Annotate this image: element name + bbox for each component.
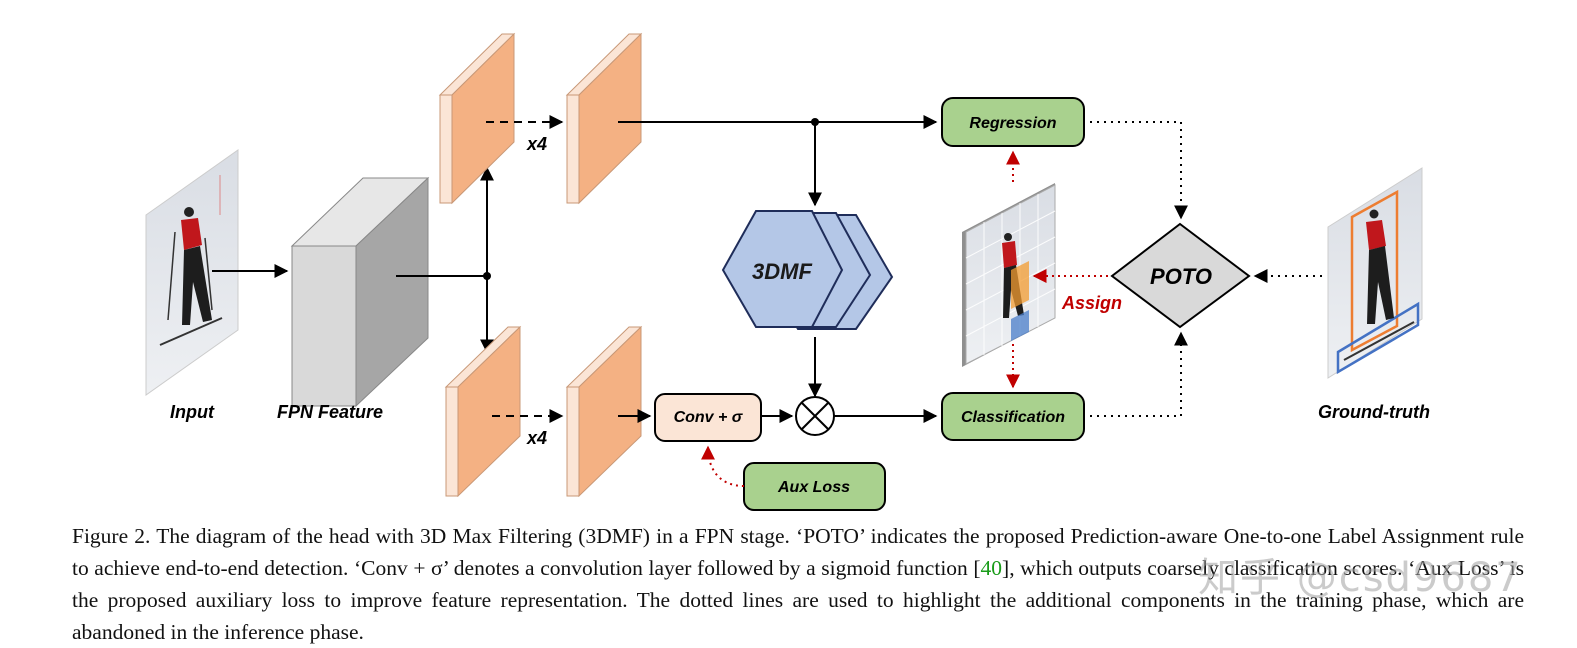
feature-map-top-1 <box>438 32 516 205</box>
feature-map-bottom-1 <box>444 325 522 498</box>
aux-loss-arrow <box>701 445 745 487</box>
circled-times-icon <box>795 396 835 436</box>
poto-label: POTO <box>1150 264 1212 289</box>
diagram: Input FPN Feature x4 x4 <box>145 32 1430 511</box>
regression-label: Regression <box>969 115 1056 132</box>
skier-grid-image <box>962 183 1056 367</box>
fpn-feature-label: FPN Feature <box>277 402 383 422</box>
top-repeat-label: x4 <box>526 134 547 154</box>
feature-map-bottom-2 <box>565 325 643 498</box>
feature-map-top-2 <box>565 32 643 205</box>
fpn-feature-block <box>290 176 430 408</box>
figure-caption: Figure 2. The diagram of the head with 3… <box>72 520 1524 648</box>
assign-label: Assign <box>1061 293 1122 313</box>
skier-image <box>145 149 239 396</box>
classification-to-poto <box>1090 331 1188 417</box>
caption-reference-link[interactable]: 40 <box>980 556 1003 580</box>
aux-loss-label: Aux Loss <box>777 479 850 496</box>
input-label: Input <box>170 402 215 422</box>
caption-text-1: Figure 2. The diagram of the head with 3… <box>72 524 1524 580</box>
classification-box <box>941 392 1085 441</box>
watermark: 知乎 @csd9687 <box>1198 555 1523 601</box>
conv-sigma-label: Conv + σ <box>674 409 744 426</box>
regression-to-poto <box>1090 121 1188 220</box>
poto-diamond <box>1110 222 1251 329</box>
bottom-repeat-label: x4 <box>526 428 547 448</box>
regression-box <box>941 97 1085 147</box>
classification-label: Classification <box>961 409 1065 426</box>
conv-sigma-box <box>654 393 762 442</box>
caption-text-2: ], which outputs coarsely classification… <box>72 556 1524 644</box>
3dmf-block <box>721 210 894 330</box>
ground-truth-label: Ground-truth <box>1318 402 1430 422</box>
3dmf-label: 3DMF <box>752 259 812 284</box>
skier-ground-truth-image <box>1327 167 1423 379</box>
